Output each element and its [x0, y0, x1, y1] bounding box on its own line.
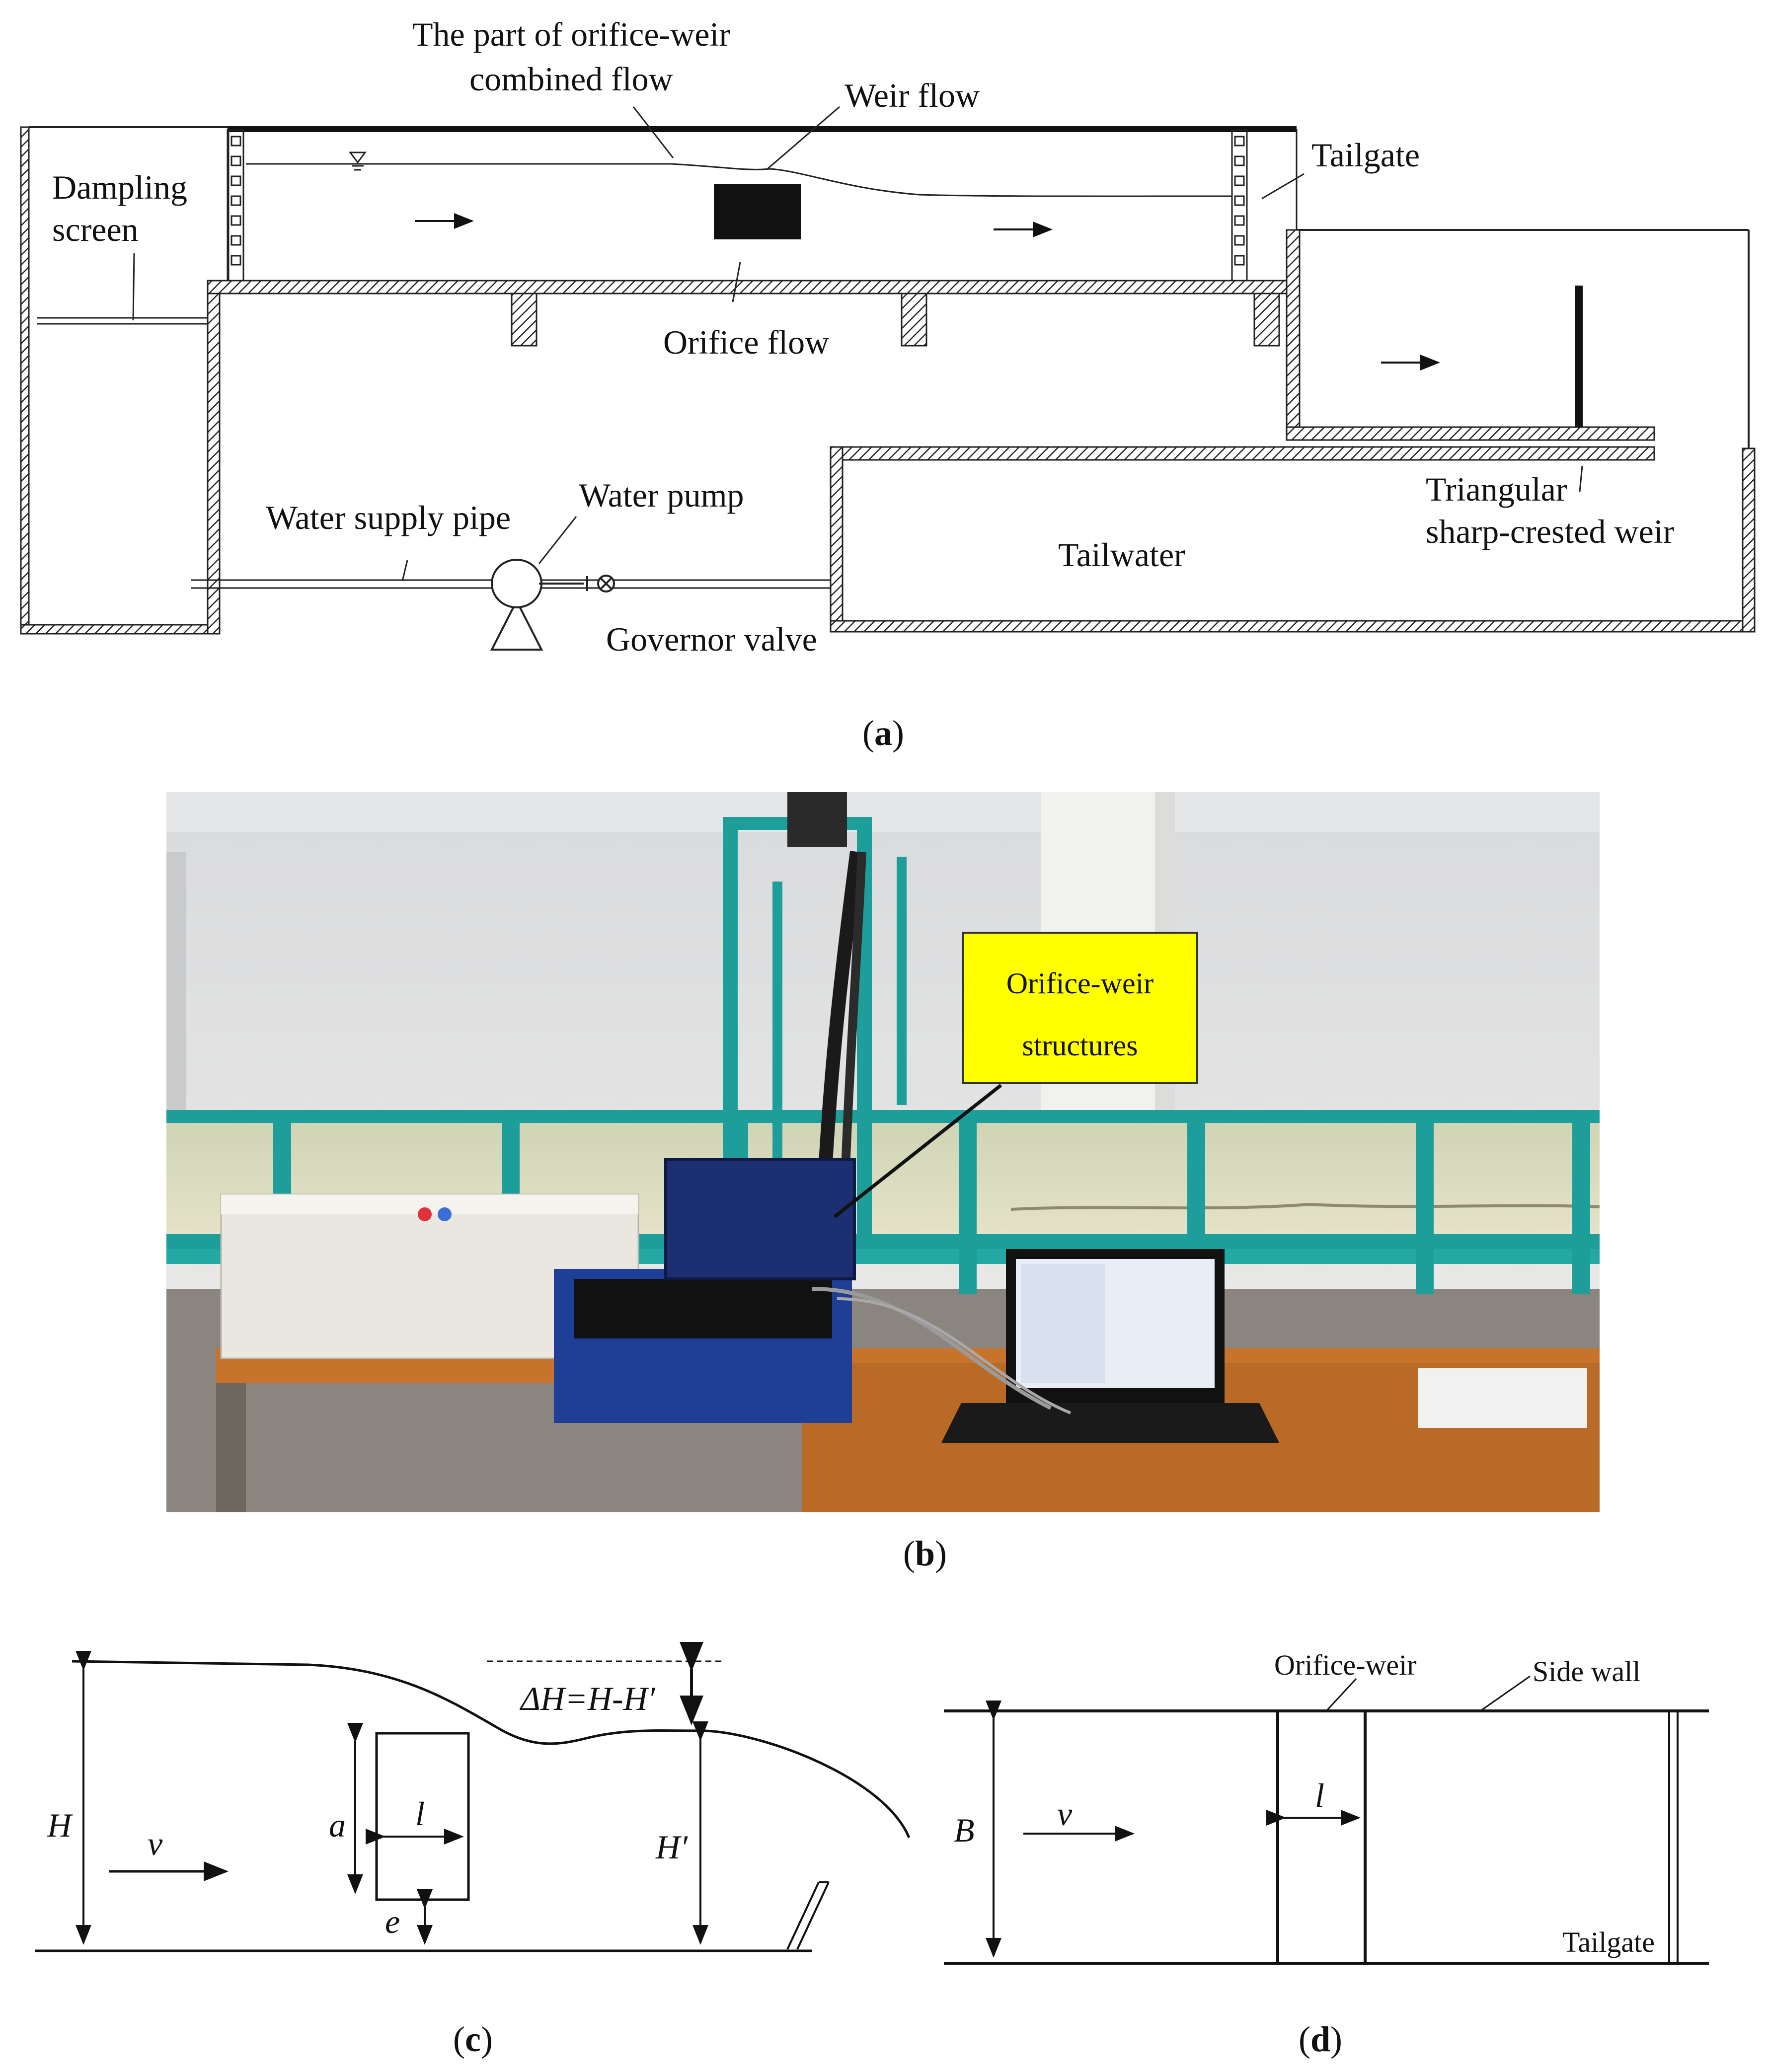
label-tailgate-plan: Tailgate — [1562, 1926, 1655, 1958]
label-water-pump: Water pump — [579, 476, 744, 514]
triangular-weir-plate — [1575, 286, 1583, 427]
label-triangular-1: Triangular — [1426, 470, 1567, 508]
label-delta-h: ΔH=H-H′ — [519, 1680, 656, 1717]
schematic-flume-diagram: The part of orifice-weir combined flow W… — [20, 15, 1756, 753]
side-view-diagram: H v a l e ΔH=H-H′ H′ (c) — [35, 1642, 911, 2059]
label-b: B — [954, 1811, 975, 1849]
lab-photo: Orifice-weir structures — [166, 792, 1600, 1512]
tailwater-tank — [830, 446, 1756, 633]
water-pump-icon — [490, 559, 584, 651]
governor-valve-icon — [586, 575, 615, 592]
caption-a: (a) — [862, 713, 904, 753]
label-e: e — [385, 1903, 400, 1940]
label-tailwater: Tailwater — [1058, 536, 1185, 574]
tailgate-channel — [1286, 229, 1750, 448]
label-h: H — [47, 1806, 74, 1844]
water-surface-line — [246, 163, 1232, 197]
leader-lines-d — [1325, 1675, 1531, 1712]
caption-b-wrap: (b) — [903, 1534, 947, 1573]
plan-view-diagram: Orifice-weir Side wall B v l Tailgate (d… — [944, 1649, 1709, 2059]
label-tailgate: Tailgate — [1311, 136, 1420, 174]
orifice-weir-block — [714, 184, 801, 239]
callout-box — [962, 932, 1198, 1084]
label-damping-2: screen — [52, 211, 139, 248]
caption-b: (b) — [903, 1534, 947, 1573]
label-water-supply-pipe: Water supply pipe — [266, 499, 511, 536]
callout-leader — [833, 1084, 1002, 1218]
damping-screen — [37, 253, 208, 325]
caption-d: (d) — [1299, 2019, 1342, 2059]
label-weir-flow: Weir flow — [845, 76, 980, 114]
label-v: v — [148, 1825, 163, 1862]
inlet-tank — [20, 126, 228, 635]
caption-c: (c) — [453, 2019, 493, 2059]
label-combined-flow-1: The part of orifice-weir — [412, 15, 730, 53]
label-governor-valve: Governor valve — [606, 620, 817, 658]
callout-line-1: Orifice-weir — [1006, 967, 1154, 1000]
label-l-plan: l — [1315, 1776, 1324, 1814]
tailgate-symbol — [786, 1881, 830, 1950]
leader-lines — [401, 106, 1583, 582]
label-triangular-2: sharp-crested weir — [1426, 513, 1675, 550]
flume-channel — [207, 126, 1298, 347]
callout-line-2: structures — [1022, 1029, 1138, 1062]
label-side-wall: Side wall — [1533, 1655, 1640, 1688]
label-a: a — [329, 1806, 346, 1844]
label-orifice-weir: Orifice-weir — [1274, 1649, 1417, 1681]
label-orifice-flow: Orifice flow — [663, 323, 829, 361]
label-l: l — [415, 1795, 425, 1833]
label-h-prime: H′ — [655, 1828, 688, 1866]
flume-frame — [166, 817, 1600, 1294]
water-level-symbol — [349, 151, 367, 171]
label-v-plan: v — [1057, 1795, 1073, 1833]
water-surface-profile — [72, 1660, 911, 1838]
label-damping-1: Dampling — [52, 168, 187, 206]
label-combined-flow-2: combined flow — [469, 60, 673, 98]
